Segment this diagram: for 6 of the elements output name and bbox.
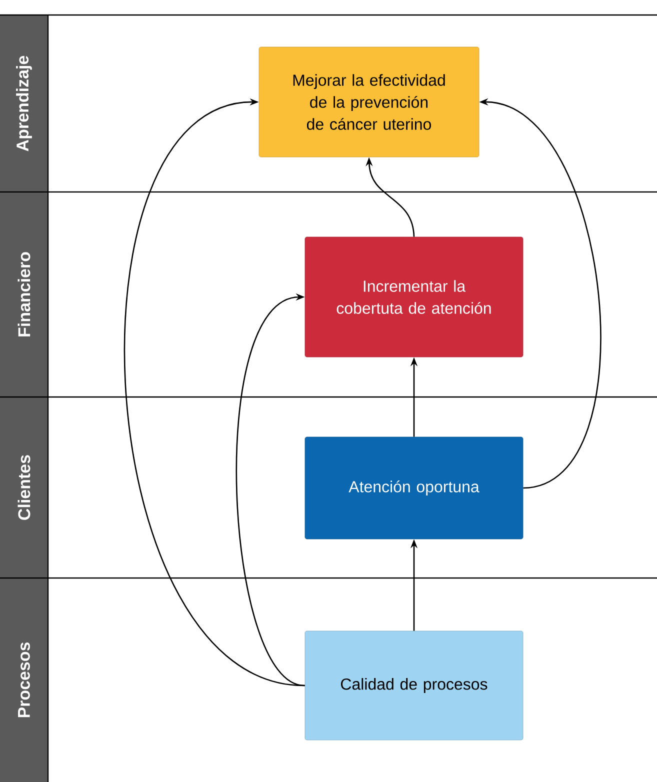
arrow: [124, 98, 305, 686]
process-box: Mejorar la efectividad de la prevención de cáncer uterino: [258, 46, 480, 158]
process-box: Calidad de procesos: [304, 630, 524, 740]
arrow: [236, 293, 306, 686]
process-box: Atención oportuna: [304, 436, 524, 540]
process-box: Incrementar la cobertuta de atención: [304, 236, 524, 358]
